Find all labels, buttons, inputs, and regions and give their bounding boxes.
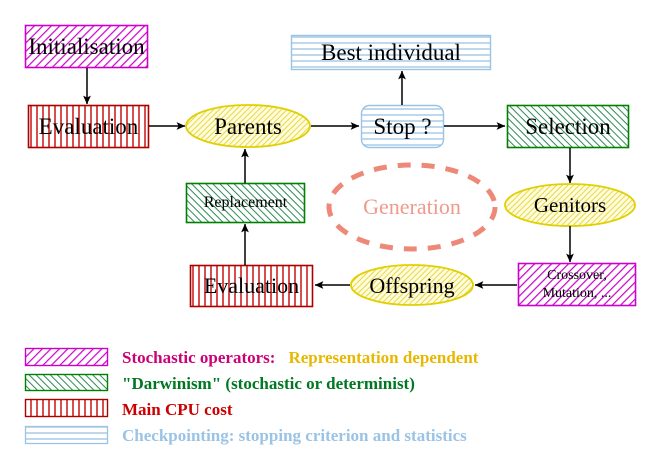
node-offspring-shape[interactable] [350, 264, 474, 306]
node-evaluation-bottom-shape[interactable] [189, 264, 314, 308]
legend-swatch-stochastic-operators [24, 347, 109, 367]
legend-label-main-cpu-cost: Main CPU cost [122, 399, 233, 419]
legend-label-darwinism: "Darwinism" (stochastic or determinist) [122, 373, 415, 393]
legend-label-checkpointing: Checkpointing: stopping criterion and st… [122, 425, 467, 445]
node-evaluation-top-shape[interactable] [27, 104, 150, 149]
node-genitors-shape[interactable] [504, 183, 636, 227]
legend-item-main-cpu-cost: Main CPU cost [122, 398, 232, 420]
node-stop-shape[interactable] [360, 104, 445, 149]
legend-item-checkpointing: Checkpointing: stopping criterion and st… [122, 424, 467, 446]
node-best-individual-shape[interactable] [290, 34, 492, 71]
legend-label-stochastic-operators: Stochastic operators: [122, 347, 276, 367]
node-selection-shape[interactable] [506, 104, 630, 149]
legend-swatch-darwinism [24, 373, 109, 392]
legend-swatch-checkpointing [24, 425, 109, 445]
legend-swatch-main-cpu-cost [24, 398, 109, 418]
node-parents-shape[interactable] [185, 104, 311, 148]
node-replacement-shape[interactable] [185, 182, 306, 224]
legend-label-representation-dependent: Representation dependent [288, 347, 479, 367]
node-generation-shape [326, 162, 498, 252]
node-initialisation-shape[interactable] [24, 24, 149, 69]
node-crossover-shape[interactable] [517, 262, 637, 307]
legend-item-darwinism: "Darwinism" (stochastic or determinist) [122, 372, 415, 394]
legend-item-stochastic-operators: Stochastic operators: Representation dep… [122, 346, 478, 368]
